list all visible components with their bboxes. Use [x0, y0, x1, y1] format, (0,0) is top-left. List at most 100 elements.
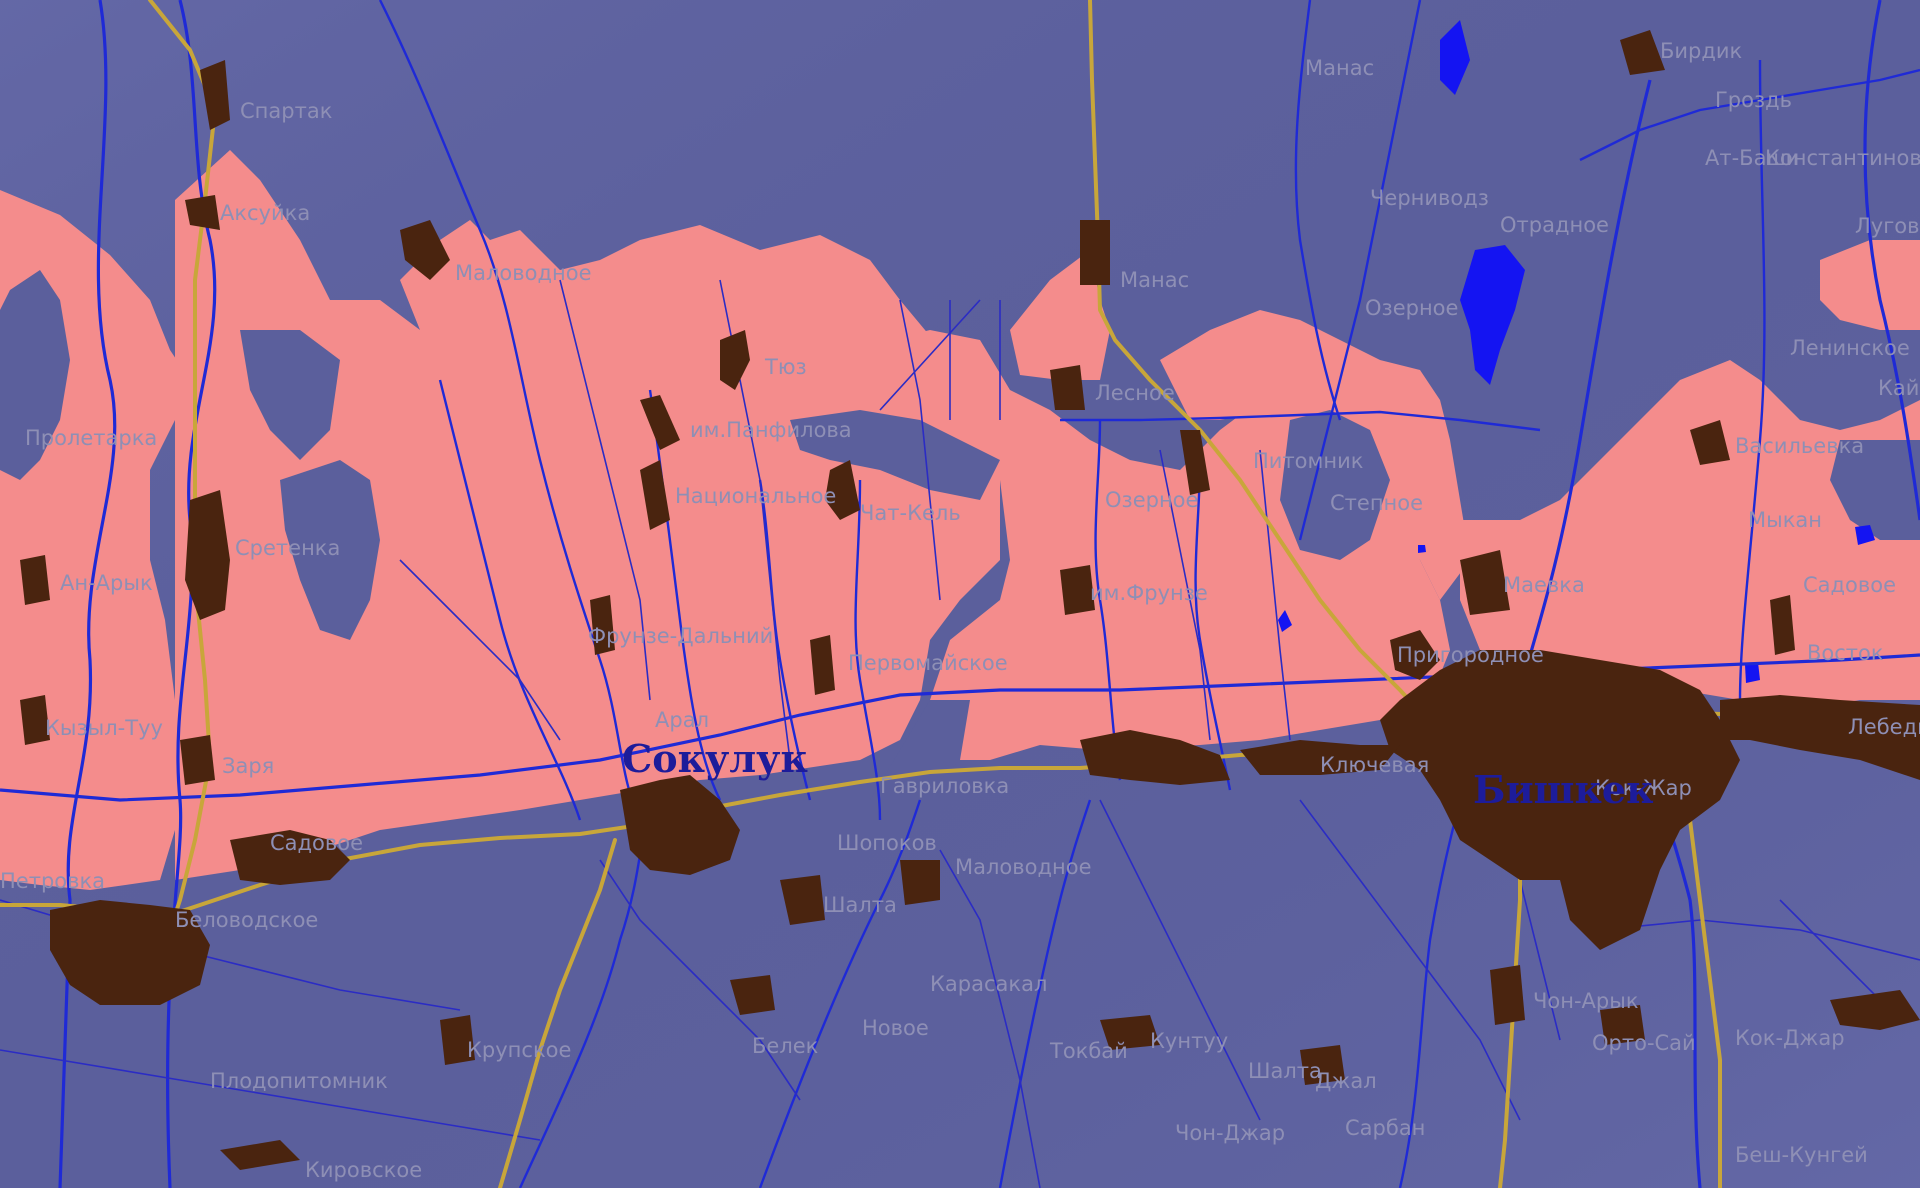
settlement-zarya	[180, 735, 215, 785]
river-7	[854, 479, 882, 821]
label-zarya: Заря	[222, 754, 274, 778]
settlement-vostok	[1770, 595, 1795, 655]
label-lebedinovka: Лебединовка	[1848, 715, 1920, 739]
lake-1	[1460, 245, 1525, 385]
settlement-frunze-dalniy	[590, 595, 615, 655]
settlement-south-2	[900, 860, 940, 905]
river-12	[1518, 79, 1652, 691]
river-3	[378, 0, 642, 821]
label-maevka: Маевка	[1503, 573, 1585, 597]
label-konstantinovka: Константиновка	[1765, 146, 1920, 170]
label-lesnoe: Лесное	[1095, 381, 1175, 405]
label-sadovoe-e: Садовое	[1803, 573, 1896, 597]
settlement-orto-say	[1600, 1005, 1645, 1045]
label-shalta: Шалта	[823, 893, 897, 917]
label-grozdy: Гроздь	[1715, 88, 1792, 112]
river-11	[1298, 0, 1422, 541]
settlement-south-1	[730, 975, 775, 1015]
label-aral: Арал	[655, 708, 709, 732]
lake-4	[1745, 662, 1760, 683]
label-layer: Спартак Аксуйка Маловодное Пролетарка Ср…	[0, 39, 1920, 1182]
label-prigorodnoe: Пригородное	[1397, 643, 1544, 667]
minor-road-layer	[0, 279, 1920, 1188]
city-label-layer: Сокулук Бишкек	[622, 736, 1654, 812]
label-pitomnik: Питомник	[1253, 449, 1363, 473]
settlement-malovodnoe-n	[400, 220, 450, 280]
river-8	[1094, 419, 1122, 781]
label-kok-dzhar: Кок-Джар	[1735, 1026, 1845, 1050]
settlement-layer	[20, 30, 1920, 1170]
label-gavrilovka: Гавриловка	[880, 774, 1009, 798]
settlement-aksuyka	[185, 195, 220, 230]
zone-east	[1460, 360, 1920, 710]
settlement-im-frunze	[1060, 565, 1095, 615]
river-n1	[1579, 68, 1920, 162]
label-petrovka: Петровка	[0, 869, 105, 893]
settlement-belovodskoe	[50, 900, 210, 1005]
settlement-an-aryk	[20, 555, 50, 605]
settlement-south-3	[1100, 1015, 1160, 1050]
label-belek: Белек	[752, 1034, 818, 1058]
label-leninskoe: Ленинское	[1790, 336, 1910, 360]
label-ozernoe-n: Озерное	[1365, 296, 1458, 320]
settlement-kyzyl-tuu	[20, 695, 50, 745]
label-an-aryk: Ан-Арык	[60, 571, 153, 595]
lake-6	[1418, 545, 1426, 553]
settlement-nacionalnoe	[640, 460, 670, 530]
hole-5	[1280, 410, 1390, 560]
zone-ne	[1160, 310, 1470, 600]
label-stepnoe: Степное	[1330, 491, 1423, 515]
lake-5	[1855, 525, 1875, 545]
label-besh-kungey: Беш-Кунгей	[1735, 1143, 1868, 1167]
label-chon-dzhar: Чон-Джар	[1175, 1121, 1285, 1145]
label-dzhal: Джал	[1315, 1069, 1377, 1093]
river-s3	[998, 799, 1092, 1188]
river-s4	[1398, 799, 1462, 1188]
settlement-bishkek	[1380, 650, 1740, 950]
label-manas: Манас	[1120, 268, 1189, 292]
label-mykan: Мыкан	[1748, 508, 1822, 532]
settlement-birdik	[1620, 30, 1665, 75]
hole-6	[1830, 440, 1920, 540]
label-shalta-s: Шалта	[1248, 1059, 1322, 1083]
settlement-shalta	[780, 875, 825, 925]
settlement-tyuz	[720, 330, 750, 390]
lake-2	[1440, 20, 1470, 95]
label-plodopitomnik: Плодопитомник	[210, 1069, 388, 1093]
settlement-prigorodnoe	[1390, 630, 1440, 680]
label-tyuz: Тюз	[764, 355, 807, 379]
settlement-klyuchevaya	[1240, 740, 1400, 775]
label-otradnoe: Отрадное	[1500, 213, 1609, 237]
hole-1	[0, 270, 70, 480]
settlement-sadovoe-w	[230, 830, 350, 885]
settlement-sretenka	[185, 490, 230, 620]
label-orto-say: Орто-Сай	[1592, 1031, 1696, 1055]
zone-central	[175, 150, 1000, 880]
settlement-chat-kel	[825, 460, 860, 520]
label-tokbay: Токбай	[1049, 1039, 1128, 1063]
lake-layer	[1278, 20, 1875, 683]
highway-manas	[1088, 0, 1452, 747]
river-5	[648, 389, 722, 801]
label-belovodskoe: Беловодское	[175, 908, 318, 932]
hole-3	[280, 460, 380, 640]
river-9	[1194, 459, 1232, 791]
settlement-south-4	[1300, 1045, 1345, 1085]
label-karasakal: Карасакал	[930, 972, 1047, 996]
label-lugovoe: Луговое	[1855, 214, 1920, 238]
label-shopokov: Шопоков	[837, 831, 937, 855]
settlement-lesnoe	[1050, 365, 1085, 410]
label-sretenka: Сретенка	[235, 536, 340, 560]
label-malovodnoe-n: Маловодное	[455, 261, 592, 285]
label-im-frunze: им.Фрунзе	[1090, 581, 1208, 605]
highway-south-1	[498, 838, 617, 1188]
label-manas-n: Манас	[1305, 56, 1374, 80]
settlement-im-panfilova	[640, 395, 680, 450]
settlement-manas	[1080, 220, 1110, 285]
settlement-sokuluk	[620, 775, 740, 875]
zone-far-ne	[1820, 240, 1920, 330]
river-6	[758, 479, 812, 801]
settlement-spartak	[200, 60, 230, 130]
